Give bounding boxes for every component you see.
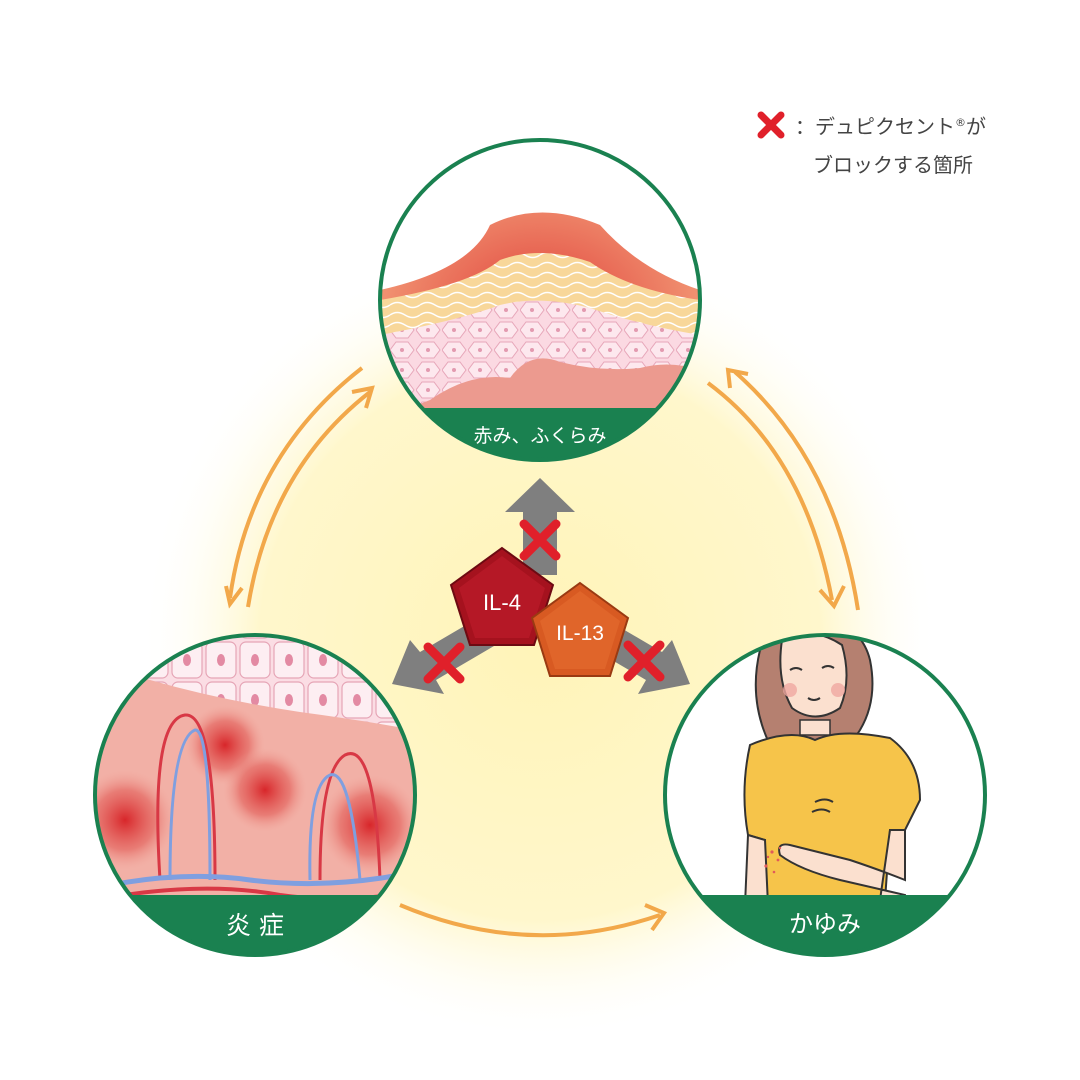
- red-x-icon: [519, 519, 561, 561]
- arrow-head-bottom-right: [644, 903, 668, 932]
- arrow-head-left-down: [224, 585, 244, 609]
- legend-text-line1: ：デュピクセント®が: [795, 104, 986, 146]
- legend: ：デュピクセント®が ブロックする箇所: [755, 104, 1055, 184]
- legend-row-2: ブロックする箇所: [813, 152, 973, 177]
- arrow-left-to-right: [399, 903, 661, 938]
- arrow-top-to-left: [228, 366, 364, 599]
- top-node-label: 赤み、ふくらみ: [473, 425, 606, 447]
- il13-label: IL-13: [556, 622, 604, 645]
- arrow-head-top-up: [351, 385, 375, 409]
- red-x-icon: [757, 111, 785, 139]
- il13-pentagon: IL-13: [530, 581, 630, 677]
- il4-label: IL-4: [483, 590, 521, 615]
- left-node-label: 炎 症: [226, 911, 284, 940]
- node-top-redness-swelling: 赤み、ふくらみ: [378, 138, 702, 462]
- arrow-top-to-right: [706, 381, 834, 601]
- itching-woman-illustration: [743, 635, 922, 906]
- node-left-inflammation: 炎 症: [93, 633, 417, 957]
- right-node-label: かゆみ: [789, 910, 861, 938]
- grey-arrow-up: [505, 478, 575, 575]
- arrow-head-right-down: [818, 585, 846, 610]
- il4-pentagon: IL-4: [449, 546, 555, 646]
- red-x-icon: [423, 642, 465, 684]
- arrow-head-top-right: [725, 367, 749, 389]
- red-x-icon: [623, 640, 665, 682]
- node-right-itching: かゆみ: [663, 633, 987, 957]
- cycle-arrows: [224, 366, 860, 938]
- legend-registered-mark: ®: [955, 116, 966, 129]
- block-marks: [423, 519, 665, 684]
- legend-particle-text: が: [966, 114, 986, 139]
- legend-row-1: ：デュピクセント®が: [755, 104, 1055, 146]
- legend-drug-text: ：デュピクセント: [795, 114, 955, 139]
- arrow-right-to-top: [733, 370, 860, 611]
- arrow-left-to-top: [246, 390, 372, 608]
